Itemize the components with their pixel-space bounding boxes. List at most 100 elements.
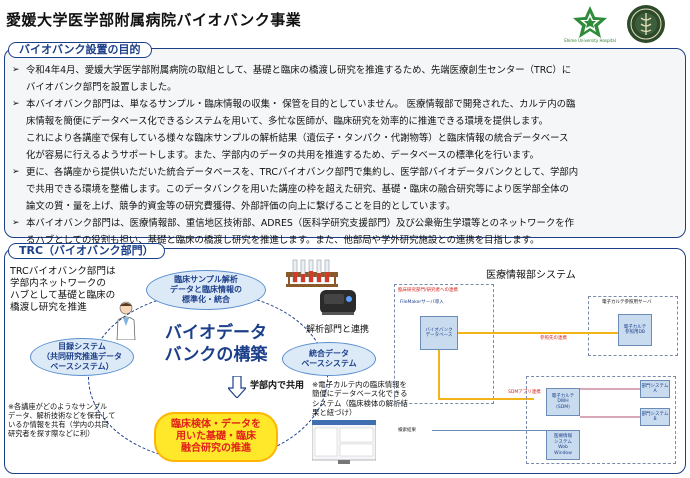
page-title: 愛媛大学医学部附属病院バイオバンク事業 (6, 11, 302, 29)
bullet-line: で共用できる環境を整備します。このデータバンクを用いた講座の枠を超えた研究、基礎… (26, 184, 569, 195)
bullet-line: るハブとしての役割も担い、基礎と臨床の橋渡し研究を推進します。また、他部局や学外… (26, 235, 540, 246)
bubble-line: ベースシステム (301, 359, 357, 368)
note-line: データ、解析技術などを保有して (8, 411, 116, 420)
box-line: Window (554, 450, 572, 456)
emr-reference-db-box: 電子カルテ 参照用DB (618, 314, 652, 346)
biobank-server-zone (394, 284, 494, 404)
filemaker-label: FileMakerサーバ導入 (400, 300, 444, 305)
box-line: 電子カルテ (551, 393, 575, 399)
purpose-heading: バイオバンク設置の目的 (8, 42, 152, 58)
purpose-bullet: ➢ 本バイオバンク部門は、医療情報部、重信地区技術部、ADRES（医科学研究支援… (12, 215, 684, 249)
bubble-line: 目録システム (58, 342, 106, 351)
medical-info-system-title: 医療情報部システム (486, 270, 576, 281)
hospital-system-zone (526, 376, 676, 464)
box-line: (SDM) (556, 404, 570, 410)
emr-note: ※電子カルテ内の臨床情報を 簡便にデータベース化できる システム（臨床検体の解析… (312, 380, 408, 418)
description-line: ハブとして基礎と臨床の (10, 290, 116, 301)
bubble-line: データと臨床情報の (170, 285, 242, 294)
bullet-line: バイオバンク部門を設置しました。 (26, 82, 177, 93)
box-line: 参照用DB (624, 330, 646, 335)
bullet-line: 本バイオバンク部門は、単なるサンプル・臨床情報の収集・ 保管を目的としていません… (26, 99, 576, 110)
search-result-label: 検索結果 (398, 428, 416, 433)
bullet-line: 令和4年4月、愛媛大学医学部附属病院の取組として、基礎と臨床の橋渡し研究を推進す… (26, 65, 572, 76)
link-line (432, 430, 546, 431)
sdm-link-label: SDMアプリ連携 (508, 390, 541, 395)
emr-screen-icon (312, 420, 376, 464)
box-line: 医療情報 (554, 434, 572, 439)
integrated-database-bubble: 統合データ ベースシステム (282, 342, 376, 376)
description-line: TRCバイオバンク部門は (10, 266, 116, 277)
box-line: 部門システム (641, 383, 669, 389)
note-line: いるか情報を共有（学内の共同 (8, 420, 109, 429)
link-line (438, 350, 440, 400)
box-line: B (653, 417, 657, 422)
medical-seal-icon (627, 5, 665, 43)
purpose-panel (4, 48, 686, 238)
bullet-line: 本バイオバンク部門は、医療情報部、重信地区技術部、ADRES（医科学研究支援部門… (26, 218, 575, 229)
clinical-link-label: 臨床研究部門/研究者への連携 (398, 288, 459, 293)
note-line: ※各講座がどのようなサンプル (8, 402, 108, 411)
purpose-bullet: ➢ 更に、各講座から提供いただいた統合データベースを、TRCバイオバンク部門で集… (12, 164, 684, 215)
bubble-line: （共同研究推進データ (42, 352, 122, 361)
center-title-line: バイオデータ (165, 323, 267, 343)
note-line: 研究者を探す際などに利） (8, 429, 95, 438)
result-line: 融合研究の推進 (181, 443, 251, 454)
result-line: 用いた基礎・臨床 (176, 431, 256, 442)
link-line (438, 398, 534, 400)
box-line: データベース (425, 333, 453, 338)
description-line: 橋渡し研究を推進 (10, 302, 87, 313)
dept-system-a-box: 部門システム A (640, 380, 670, 398)
link-line (458, 332, 618, 334)
emr-reference-zone (588, 296, 678, 356)
bullet-line: 化が容易に行えるようサポートします。また、学部内のデータの共用を推進するため、デ… (26, 150, 540, 161)
link-line (580, 388, 640, 390)
box-line: 部門システム (641, 411, 669, 417)
purpose-bullet-list: ➢ 令和4年4月、愛媛大学医学部附属病院の取組として、基礎と臨床の橋渡し研究を推… (12, 62, 684, 249)
sample-standardization-bubble: 臨床サンプル解析 データと臨床情報の 標準化・統合 (146, 270, 266, 310)
box-line: バイオバンク (425, 327, 453, 333)
bubble-line: 臨床サンプル解析 (174, 275, 238, 284)
purpose-bullet: ➢ 本バイオバンク部門は、単なるサンプル・臨床情報の収集・ 保管を目的としていま… (12, 96, 684, 164)
result-line: 臨床検体・データを (171, 419, 261, 430)
note-line: 簡便にデータベース化できる (312, 389, 408, 399)
ehime-university-hospital-logo: Ehime University Hospital (562, 4, 618, 44)
bullet-line: これにより各講座で保有している様々な臨床サンプルの解析結果（遺伝子・タンパク・代… (26, 133, 569, 144)
bullet-arrow-icon: ➢ (12, 99, 20, 109)
center-title-line: バンクの構築 (164, 345, 268, 365)
trc-heading: TRC（バイオバンク部門） (8, 243, 165, 259)
box-line: Web (558, 445, 568, 450)
bubble-line: 統合データ (309, 349, 349, 358)
purpose-bullet: ➢ 令和4年4月、愛媛大学医学部附属病院の取組として、基礎と臨床の橋渡し研究を推… (12, 62, 684, 96)
web-window-box: 医療情報 システム Web Window (546, 430, 580, 460)
box-line: DWH (557, 399, 569, 405)
bullet-arrow-icon: ➢ (12, 218, 20, 228)
bullet-arrow-icon: ➢ (12, 65, 20, 75)
analysis-partner-label: 解析部門と連携 (306, 325, 370, 335)
test-tube-rack-icon (286, 259, 338, 287)
catalog-system-bubble: 目録システム （共同研究推進データ ベースシステム） (30, 338, 134, 376)
box-line: A (653, 389, 657, 394)
description-line: 学部内ネットワークの (10, 278, 106, 289)
reference-link-label: 参照先の連携 (540, 336, 567, 341)
share-label: 学部内で共用 (250, 381, 305, 391)
note-line: ※電子カルテ内の臨床情報を (312, 380, 407, 389)
trc-description: TRCバイオバンク部門は 学部内ネットワークの ハブとして基礎と臨床の 橋渡し研… (10, 266, 116, 314)
sdm-dwh-box: 電子カルテ DWH (SDM) (546, 388, 580, 416)
bubble-line: ベースシステム） (50, 362, 114, 371)
emr-server-label: 電子カルテ参照用サーバ (602, 300, 652, 305)
school-seal-logo (626, 4, 666, 44)
note-line: システム（臨床検体の解析結 (312, 398, 408, 408)
biobank-db-box: バイオバンク データベース (420, 316, 458, 350)
biodata-bank-title: バイオデータ バンクの構築 (156, 322, 276, 366)
down-arrow-icon (228, 376, 246, 398)
bullet-line: 更に、各講座から提供いただいた統合データベースを、TRCバイオバンク部門で集約し… (26, 167, 579, 178)
dept-system-b-box: 部門システム B (640, 408, 670, 426)
system-diagram: 臨床研究部門/研究者への連携 FileMakerサーバ導入 バイオバンク データ… (392, 280, 682, 470)
box-line: 電子カルテ (623, 324, 647, 330)
star-emblem-icon (573, 6, 607, 38)
note-line: 果と紐づけ） (312, 408, 357, 418)
box-line: システム (554, 439, 572, 445)
analyzer-machine-icon (320, 290, 356, 315)
bullet-line: 床情報を簡便にデータベース化できるシステムを用いて、多忙な医師が、臨床研究を効率… (26, 116, 549, 127)
bullet-line: 論文の質・量を上げ、競争的資金等の研究費獲得、外部評価の向上に繋げることを目的と… (26, 201, 456, 212)
